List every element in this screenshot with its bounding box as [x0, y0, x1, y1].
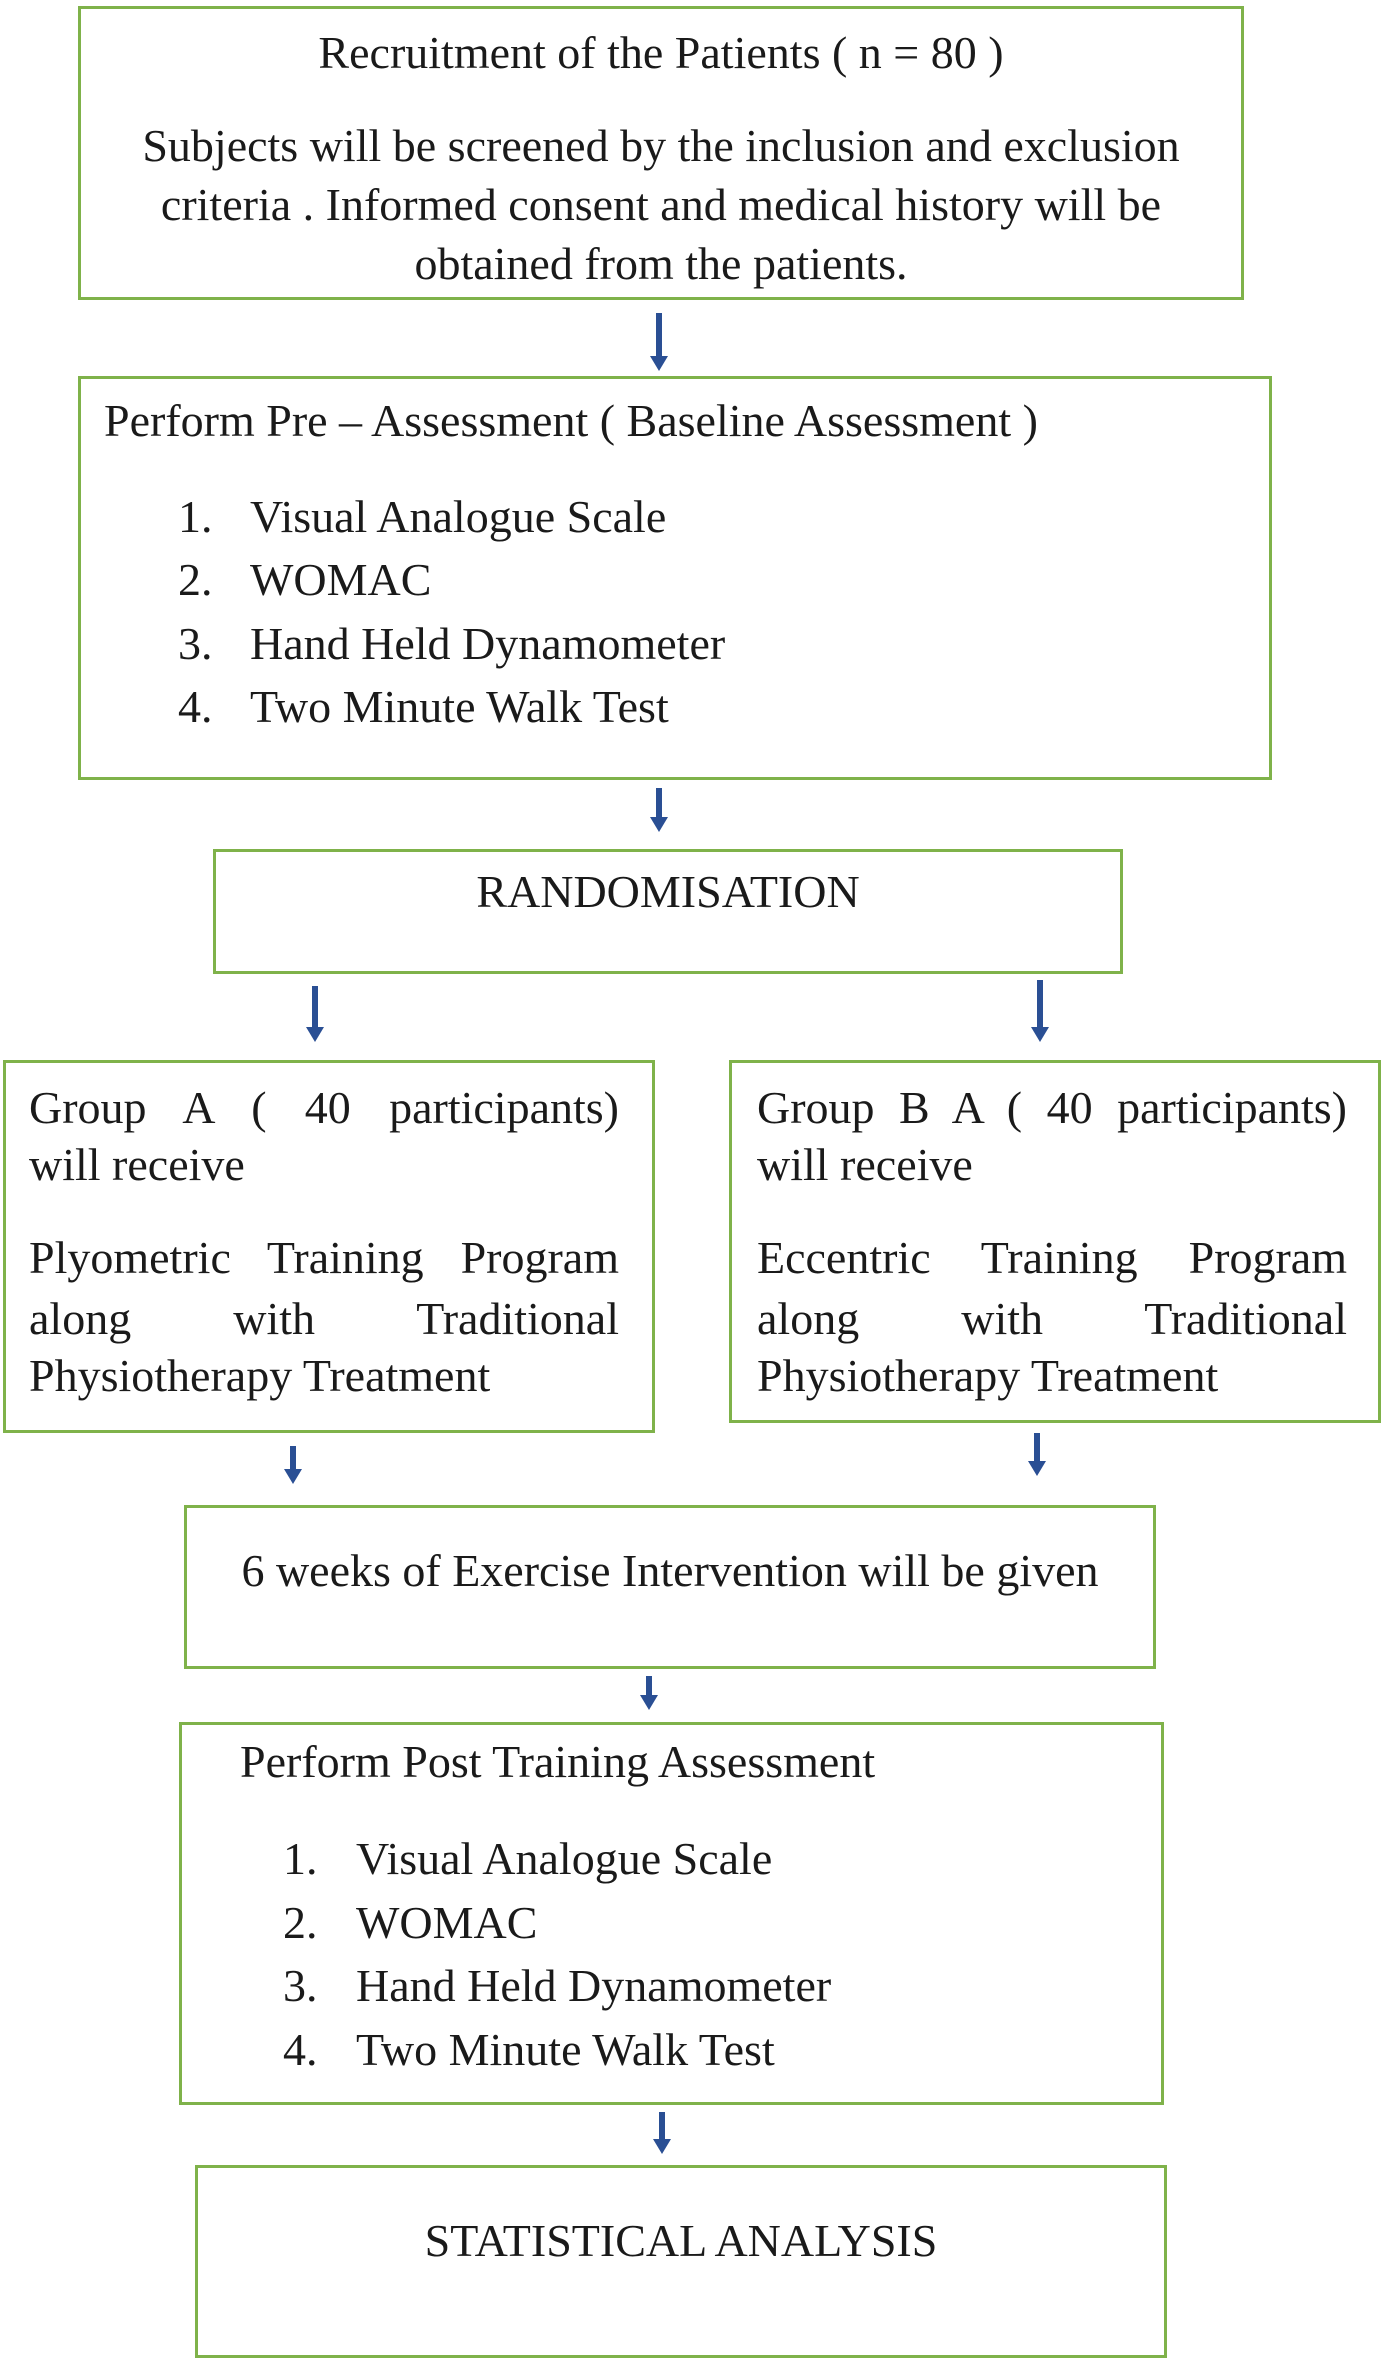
arrow-pre-to-randomisation: [650, 788, 668, 832]
arrow-group-b-to-intervention: [1028, 1433, 1046, 1476]
recruitment-line-2: criteria . Informed consent and medical …: [160, 179, 1162, 230]
statistics-box: [195, 2165, 1167, 2358]
pre-item-2-label: WOMAC: [250, 554, 432, 605]
pre-assessment-title: Perform Pre – Assessment ( Baseline Asse…: [104, 395, 1038, 446]
group-b-box: [729, 1060, 1381, 1423]
recruitment-box: [78, 6, 1244, 300]
pre-item-1-number: 1.: [178, 491, 213, 542]
pre-item-3-label: Hand Held Dynamometer: [250, 618, 726, 669]
group-b-line-2: along with Traditional: [757, 1293, 1347, 1344]
arrow-group-a-to-intervention: [284, 1446, 302, 1484]
group-a-receive: will receive: [29, 1139, 245, 1190]
arrow-randomisation-to-group-b: [1031, 980, 1049, 1042]
recruitment-line-3: obtained from the patients.: [414, 238, 908, 289]
arrow-recruitment-to-pre: [650, 313, 668, 371]
post-item-1-label: Visual Analogue Scale: [356, 1833, 773, 1884]
statistics-label: STATISTICAL ANALYSIS: [424, 2215, 938, 2266]
randomisation-label: RANDOMISATION: [476, 866, 860, 917]
post-assessment-title: Perform Post Training Assessment: [240, 1736, 876, 1787]
intervention-box: [184, 1505, 1156, 1669]
group-b-line-3: Physiotherapy Treatment: [757, 1350, 1219, 1401]
post-item-2-number: 2.: [283, 1897, 318, 1948]
group-b-line-1: Eccentric Training Program: [757, 1232, 1347, 1283]
arrow-post-to-statistics: [653, 2112, 671, 2154]
pre-item-4-label: Two Minute Walk Test: [250, 681, 669, 732]
arrow-intervention-to-post: [640, 1676, 658, 1710]
group-a-line-3: Physiotherapy Treatment: [29, 1350, 491, 1401]
post-item-3-label: Hand Held Dynamometer: [356, 1960, 832, 2011]
post-item-3-number: 3.: [283, 1960, 318, 2011]
post-item-1-number: 1.: [283, 1833, 318, 1884]
group-a-box: [3, 1060, 655, 1433]
pre-item-1-label: Visual Analogue Scale: [250, 491, 667, 542]
post-item-2-label: WOMAC: [356, 1897, 538, 1948]
randomisation-box: [213, 849, 1123, 974]
pre-item-3-number: 3.: [178, 618, 213, 669]
recruitment-title: Recruitment of the Patients ( n = 80 ): [318, 27, 1004, 78]
group-b-title: Group B A ( 40 participants): [757, 1082, 1347, 1133]
arrow-randomisation-to-group-a: [306, 986, 324, 1042]
pre-assessment-box: [78, 376, 1272, 780]
post-item-4-label: Two Minute Walk Test: [356, 2024, 775, 2075]
group-a-title: Group A ( 40 participants): [29, 1082, 619, 1133]
post-assessment-box: [179, 1722, 1164, 2105]
group-a-line-2: along with Traditional: [29, 1293, 619, 1344]
pre-item-2-number: 2.: [178, 554, 213, 605]
group-a-line-1: Plyometric Training Program: [29, 1232, 619, 1283]
pre-item-4-number: 4.: [178, 681, 213, 732]
recruitment-line-1: Subjects will be screened by the inclusi…: [142, 120, 1180, 171]
group-b-receive: will receive: [757, 1139, 973, 1190]
post-item-4-number: 4.: [283, 2024, 318, 2075]
intervention-label: 6 weeks of Exercise Intervention will be…: [241, 1545, 1099, 1596]
